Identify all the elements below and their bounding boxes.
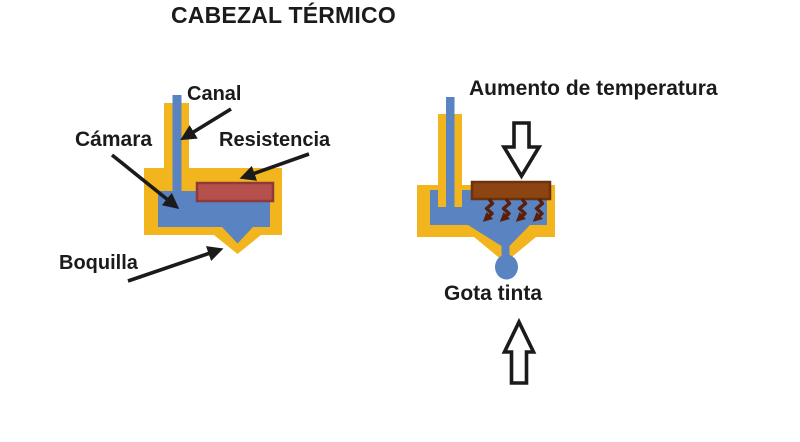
ink-drop — [495, 254, 518, 280]
camara-arrow — [110, 153, 180, 209]
right-ink-channel — [446, 97, 455, 213]
right-printhead — [417, 97, 555, 280]
right-resistor-heated — [470, 180, 552, 201]
down-arrow-icon — [500, 121, 543, 180]
left-resistor — [195, 181, 275, 203]
label-gota-tinta: Gota tinta — [444, 282, 542, 305]
canal-arrow — [180, 107, 232, 141]
up-arrow-icon — [501, 317, 537, 385]
left-printhead — [144, 95, 282, 254]
diagram-title: CABEZAL TÉRMICO — [171, 2, 396, 28]
label-aumento-temperatura: Aumento de temperatura — [469, 77, 718, 100]
boquilla-arrow — [127, 246, 224, 283]
label-canal: Canal — [187, 83, 242, 105]
resistencia-arrow — [239, 152, 310, 181]
left-ink-channel — [172, 95, 182, 205]
label-arrows — [110, 107, 310, 283]
label-camara: Cámara — [75, 128, 153, 151]
heat-waves-icon — [482, 197, 545, 222]
label-boquilla: Boquilla — [59, 252, 138, 274]
label-resistencia: Resistencia — [219, 129, 331, 151]
left-ink-chamber — [158, 191, 270, 244]
